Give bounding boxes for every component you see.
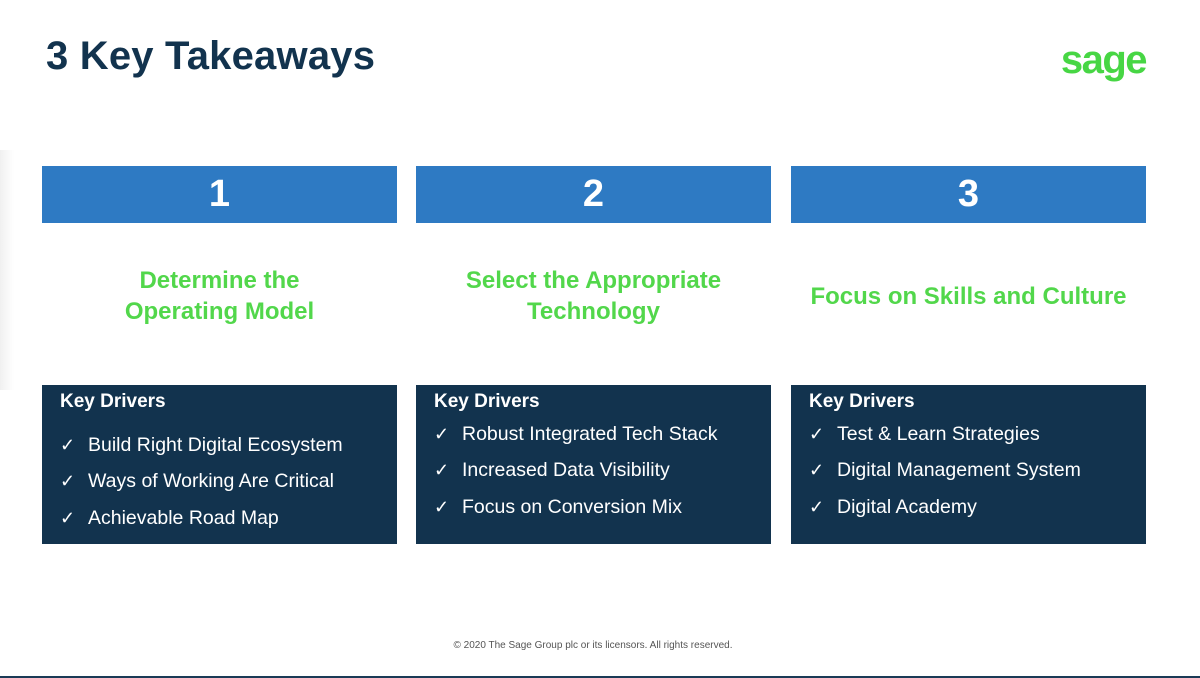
check-icon: ✓ [60, 507, 76, 528]
takeaway-number-bar: 1 [42, 166, 397, 223]
check-icon: ✓ [434, 496, 450, 517]
key-drivers-panel: Key Drivers ✓ Robust Integrated Tech Sta… [416, 385, 771, 544]
check-icon: ✓ [809, 423, 825, 444]
driver-label: Robust Integrated Tech Stack [462, 422, 718, 445]
driver-label: Build Right Digital Ecosystem [88, 433, 343, 456]
key-drivers-title: Key Drivers [809, 391, 915, 412]
key-drivers-title: Key Drivers [60, 391, 166, 412]
check-icon: ✓ [60, 471, 76, 492]
takeaway-number-bar: 2 [416, 166, 771, 223]
driver-label: Increased Data Visibility [462, 459, 670, 482]
takeaway-column-1: 1 Determine the Operating Model Key Driv… [42, 0, 397, 678]
driver-item: ✓ Build Right Digital Ecosystem [60, 427, 397, 464]
bottom-border [0, 676, 1200, 678]
driver-item: ✓ Test & Learn Strategies [809, 416, 1146, 453]
check-icon: ✓ [60, 434, 76, 455]
takeaway-heading: Determine the Operating Model [124, 267, 315, 325]
driver-label: Focus on Conversion Mix [462, 495, 683, 518]
check-icon: ✓ [434, 460, 450, 481]
key-drivers-panel: Key Drivers ✓ Test & Learn Strategies ✓ … [791, 385, 1146, 544]
driver-item: ✓ Increased Data Visibility [434, 453, 771, 490]
check-icon: ✓ [809, 460, 825, 481]
takeaway-heading: Select the Appropriate Technology [465, 267, 722, 325]
driver-item: ✓ Focus on Conversion Mix [434, 489, 771, 526]
driver-item: ✓ Digital Academy [809, 489, 1146, 526]
copyright-footer: © 2020 The Sage Group plc or its licenso… [453, 640, 733, 651]
takeaway-heading: Focus on Skills and Culture [810, 282, 1127, 310]
key-drivers-title: Key Drivers [434, 391, 540, 412]
check-icon: ✓ [434, 423, 450, 444]
sage-logo: sage [1060, 38, 1148, 82]
driver-item: ✓ Achievable Road Map [60, 500, 397, 537]
driver-label: Test & Learn Strategies [837, 422, 1040, 445]
takeaway-column-2: 2 Select the Appropriate Technology Key … [416, 0, 771, 678]
driver-label: Achievable Road Map [88, 506, 279, 529]
key-drivers-list: ✓ Robust Integrated Tech Stack ✓ Increas… [434, 416, 771, 526]
slide-title: 3 Key Takeaways [46, 34, 376, 78]
left-edge-shadow [0, 150, 14, 390]
takeaway-number-bar: 3 [791, 166, 1146, 223]
takeaway-column-3: 3 Focus on Skills and Culture Key Driver… [791, 0, 1146, 678]
driver-item: ✓ Digital Management System [809, 453, 1146, 490]
check-icon: ✓ [809, 496, 825, 517]
driver-item: ✓ Ways of Working Are Critical [60, 464, 397, 501]
driver-label: Digital Academy [837, 495, 977, 518]
driver-label: Ways of Working Are Critical [88, 470, 334, 493]
key-drivers-list: ✓ Test & Learn Strategies ✓ Digital Mana… [809, 416, 1146, 526]
key-drivers-list: ✓ Build Right Digital Ecosystem ✓ Ways o… [60, 427, 397, 537]
driver-label: Digital Management System [837, 459, 1081, 482]
driver-item: ✓ Robust Integrated Tech Stack [434, 416, 771, 453]
key-drivers-panel: Key Drivers ✓ Build Right Digital Ecosys… [42, 385, 397, 544]
